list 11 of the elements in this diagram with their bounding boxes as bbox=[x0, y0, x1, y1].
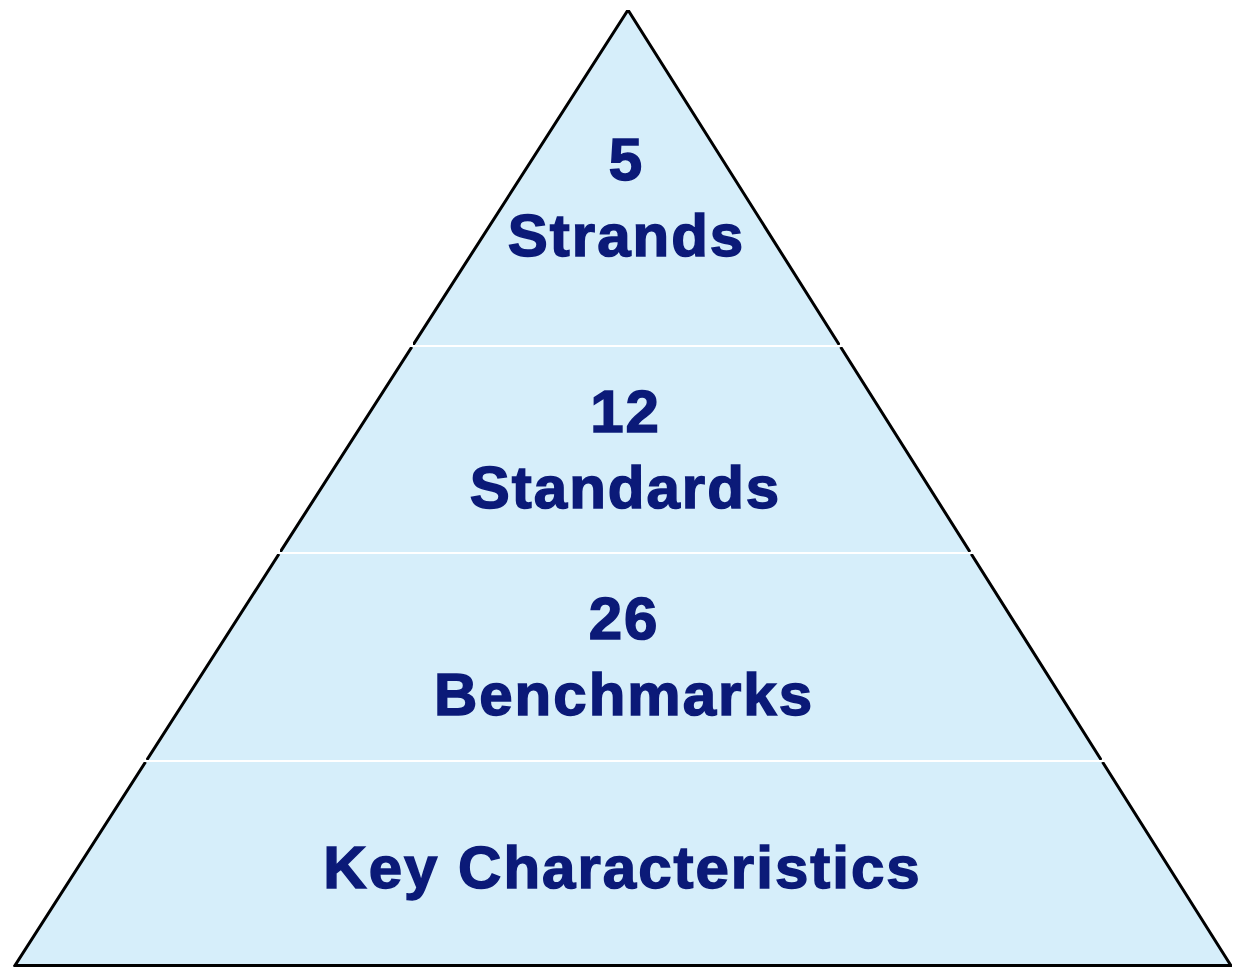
tier-label: Strands bbox=[507, 200, 746, 271]
tier-label: Benchmarks bbox=[433, 660, 815, 730]
tier-label: 12 bbox=[590, 376, 661, 447]
tier-label: 5 bbox=[608, 124, 645, 195]
pyramid-tier bbox=[13, 762, 1232, 967]
tier-label: Standards bbox=[469, 452, 782, 523]
tier-label: 26 bbox=[588, 584, 660, 654]
pyramid-tier bbox=[146, 554, 1102, 760]
pyramid-tier bbox=[280, 347, 971, 552]
tier-label: Key Characteristics bbox=[323, 832, 922, 903]
pyramid-tier bbox=[413, 10, 840, 345]
